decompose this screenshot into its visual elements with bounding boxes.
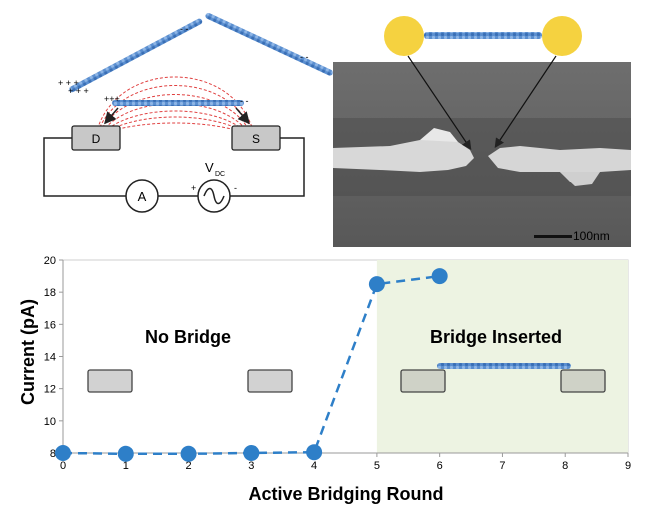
voltage-label: V <box>205 160 214 175</box>
y-tick-label: 16 <box>44 319 56 331</box>
voltage-subscript: DC <box>215 171 225 178</box>
x-axis-ticks: 0 1 2 3 4 5 6 7 8 9 <box>60 453 631 472</box>
y-tick-label: 18 <box>44 287 56 299</box>
data-point <box>243 445 260 461</box>
plus-terminal-label: + <box>191 183 196 193</box>
charge-minus-b: - - <box>300 52 309 62</box>
electrode-bridged-left <box>400 369 446 393</box>
gold-nanoparticle-left <box>384 16 424 56</box>
sem-left-electrode <box>333 134 474 172</box>
x-tick-label: 5 <box>374 460 380 472</box>
charge-minus-a: - - <box>180 24 189 34</box>
x-tick-label: 4 <box>311 460 317 472</box>
data-point <box>306 444 323 461</box>
sem-micrograph: 100nm <box>333 16 631 247</box>
y-tick-label: 20 <box>44 255 56 267</box>
dna-rod-bridging <box>112 100 244 106</box>
data-point <box>431 268 448 285</box>
data-point <box>180 445 197 462</box>
bridge-inserted-region <box>376 260 628 453</box>
y-tick-label: 8 <box>50 448 56 460</box>
source-label: S <box>252 132 260 146</box>
y-axis-title: Current (pA) <box>18 299 38 405</box>
electrode-no-bridge-right <box>247 369 293 393</box>
charge-plus-c: +++ <box>104 94 120 104</box>
y-tick-label: 14 <box>44 352 56 364</box>
data-point <box>55 445 71 461</box>
x-tick-label: 9 <box>625 460 631 472</box>
y-tick-label: 10 <box>44 416 56 428</box>
annotation-no-bridge: No Bridge <box>145 327 231 347</box>
scale-bar-label: 100nm <box>573 229 610 243</box>
circuit-schematic: + + + + + + - - - - +++ - - D S A <box>43 12 333 213</box>
x-tick-label: 6 <box>437 460 443 472</box>
data-points <box>55 268 448 462</box>
data-point <box>117 445 134 462</box>
electrode-bridged-right <box>560 369 606 393</box>
y-axis-ticks: 8 10 12 14 16 18 20 <box>44 255 63 460</box>
data-point <box>368 276 385 293</box>
scale-bar <box>534 235 572 238</box>
x-tick-label: 2 <box>185 460 191 472</box>
x-tick-label: 0 <box>60 460 66 472</box>
gold-nanoparticle-right <box>542 16 582 56</box>
dna-bridge-illustration <box>424 32 542 39</box>
drain-label: D <box>92 132 101 146</box>
x-tick-label: 3 <box>248 460 254 472</box>
dna-bridge-in-plot <box>437 363 571 369</box>
x-axis-title: Active Bridging Round <box>249 484 444 504</box>
ammeter-label: A <box>138 189 147 204</box>
dna-rod-upper-left <box>69 18 203 93</box>
annotation-bridge-inserted: Bridge Inserted <box>430 327 562 347</box>
ammeter-icon <box>125 179 159 213</box>
electrode-no-bridge-left <box>87 369 133 393</box>
charge-minus-c: - - <box>240 96 249 106</box>
x-tick-label: 7 <box>499 460 505 472</box>
dna-rod-upper-middle <box>205 12 333 76</box>
x-tick-label: 1 <box>123 460 129 472</box>
charge-plus-a: + + + <box>58 78 79 88</box>
charge-plus-b: + + + <box>68 86 89 96</box>
y-tick-label: 12 <box>44 384 56 396</box>
x-tick-label: 8 <box>562 460 568 472</box>
minus-terminal-label: - <box>234 183 237 193</box>
